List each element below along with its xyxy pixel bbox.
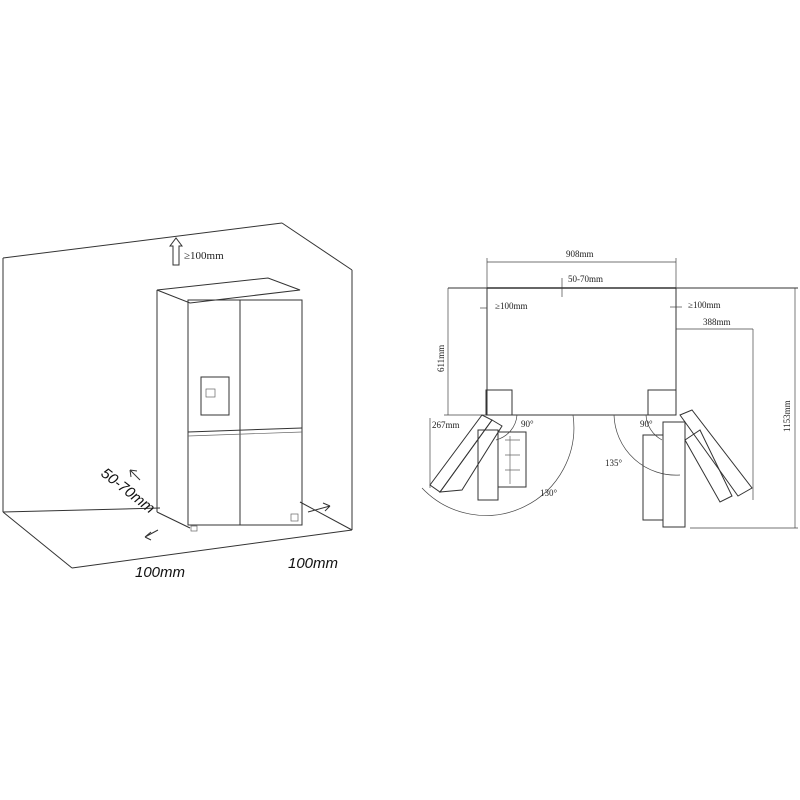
total-depth-open-label: 1153mm <box>782 400 792 432</box>
up-arrow-icon <box>169 237 183 266</box>
top-clearance-label: ≥100mm <box>184 250 224 262</box>
angle-135-label: 135° <box>605 458 623 468</box>
total-width-label: 908mm <box>566 249 594 259</box>
left-side-gap-label: ≥100mm <box>495 301 527 311</box>
right-door-depth-label: 388mm <box>703 317 731 327</box>
left-side-clearance-label: 100mm <box>135 564 185 581</box>
fridge-body <box>486 287 677 416</box>
water-dispenser <box>200 376 230 416</box>
right-side-gap-label: ≥100mm <box>688 300 720 310</box>
back-arrows-icon <box>129 469 159 541</box>
room-box <box>2 222 353 569</box>
room-clearance-illustration: ≥100mm 50-70mm 100mm 100mm <box>2 222 353 581</box>
right-angle-90-label: 90° <box>640 419 653 429</box>
refrigerator <box>156 277 303 532</box>
cabinet-depth-label: 611mm <box>436 345 446 372</box>
left-angle-90-label: 90° <box>521 419 534 429</box>
left-door-width-label: 267mm <box>432 420 460 430</box>
right-doors-open <box>613 409 753 528</box>
side-arrow-icon <box>307 502 331 513</box>
left-doors-open <box>421 414 575 516</box>
right-side-clearance-label: 100mm <box>288 555 338 572</box>
top-view-plan: 908mm 50-70mm ≥100mm ≥100mm 388mm 611mm … <box>421 249 798 529</box>
angle-130-label: 130° <box>540 488 558 498</box>
back-gap-label: 50-70mm <box>568 274 603 284</box>
